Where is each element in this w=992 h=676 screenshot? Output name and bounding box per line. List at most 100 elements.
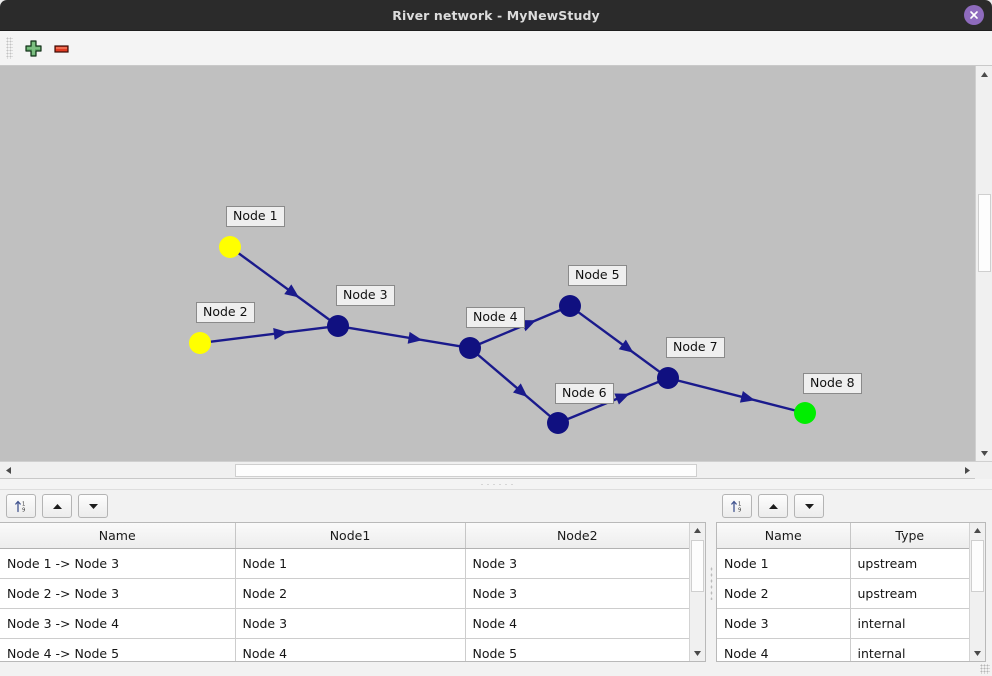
scroll-right-icon[interactable] (959, 462, 975, 478)
table-cell[interactable]: upstream (850, 578, 969, 609)
graph-vertical-scrollbar[interactable] (975, 66, 992, 461)
nodes-vertical-scrollbar[interactable] (969, 523, 985, 661)
main-toolbar (0, 31, 992, 66)
horizontal-splitter[interactable] (0, 478, 992, 490)
remove-minus-icon[interactable] (47, 34, 75, 62)
move-down-icon[interactable] (794, 494, 824, 518)
graph-node-node-8[interactable] (794, 402, 816, 424)
table-cell[interactable]: Node 3 (717, 608, 851, 639)
table-cell[interactable]: Node 3 -> Node 4 (0, 608, 236, 639)
edge-Node5-to-Node7[interactable] (577, 310, 661, 374)
scroll-up-icon[interactable] (690, 523, 705, 538)
splitter-grip (709, 566, 713, 600)
graph-pane: Node 1 Node 2 Node 3 Node 4 Node 5 Node 6 Node… (0, 66, 992, 479)
reaches-vscroll-thumb[interactable] (691, 540, 704, 592)
table-cell[interactable]: Node 1 -> Node 3 (0, 548, 236, 579)
table-cell[interactable]: Node 5 (465, 638, 689, 661)
edge-Node2-to-Node3[interactable] (209, 326, 329, 343)
table-cell[interactable]: Node 4 -> Node 5 (0, 638, 236, 661)
scroll-up-icon[interactable] (970, 523, 985, 538)
scroll-left-icon[interactable] (0, 462, 16, 478)
splitter-grip (479, 482, 513, 486)
graph-node-label-node-2[interactable]: Node 2 (196, 302, 255, 323)
reaches-vertical-scrollbar[interactable] (689, 523, 705, 661)
graph-node-label-node-3[interactable]: Node 3 (336, 285, 395, 306)
table-cell[interactable]: Node 2 -> Node 3 (0, 578, 236, 609)
nodes-vscroll-thumb[interactable] (971, 540, 984, 592)
graph-node-node-3[interactable] (327, 315, 349, 337)
column-header-node1[interactable]: Node1 (235, 523, 466, 549)
move-up-icon[interactable] (42, 494, 72, 518)
table-cell[interactable]: Node 4 (235, 638, 466, 661)
scroll-down-icon[interactable] (976, 445, 992, 461)
table-cell[interactable]: Node 1 (235, 548, 466, 579)
table-cell[interactable]: Node 4 (717, 638, 851, 661)
network-canvas[interactable]: Node 1 Node 2 Node 3 Node 4 Node 5 Node 6 Node… (0, 66, 975, 461)
table-cell[interactable]: Node 3 (465, 548, 689, 579)
edge-arrow-icon (407, 331, 423, 344)
scroll-down-icon[interactable] (690, 646, 705, 661)
close-icon[interactable] (964, 5, 984, 25)
add-plus-icon[interactable] (19, 34, 47, 62)
edge-Node1-to-Node3[interactable] (237, 251, 331, 322)
table-cell[interactable]: Node 1 (717, 548, 851, 579)
move-up-icon[interactable] (758, 494, 788, 518)
graph-node-label-node-4[interactable]: Node 4 (466, 307, 525, 328)
column-header-type[interactable]: Type (850, 523, 969, 549)
graph-node-node-4[interactable] (459, 337, 481, 359)
scroll-down-icon[interactable] (970, 646, 985, 661)
column-header-node2[interactable]: Node2 (465, 523, 689, 549)
table-cell[interactable]: Node 3 (465, 578, 689, 609)
graph-node-label-node-8[interactable]: Node 8 (803, 373, 862, 394)
window-resize-handle[interactable] (980, 664, 990, 674)
sort-icon[interactable]: 1 9 (6, 494, 36, 518)
table-cell[interactable]: Node 3 (235, 608, 466, 639)
table-cell[interactable]: upstream (850, 548, 969, 579)
table-cell[interactable]: Node 4 (465, 608, 689, 639)
edge-Node3-to-Node4[interactable] (347, 326, 461, 348)
column-header-name[interactable]: Name (0, 523, 236, 549)
graph-node-node-2[interactable] (189, 332, 211, 354)
table-cell[interactable]: internal (850, 638, 969, 661)
graph-vscroll-thumb[interactable] (978, 194, 991, 272)
sort-icon[interactable]: 1 9 (722, 494, 752, 518)
graph-node-label-node-1[interactable]: Node 1 (226, 206, 285, 227)
table-cell[interactable]: internal (850, 608, 969, 639)
edge-Node7-to-Node8[interactable] (677, 379, 796, 412)
column-header-name[interactable]: Name (717, 523, 851, 549)
graph-node-label-node-6[interactable]: Node 6 (555, 383, 614, 404)
graph-node-label-node-7[interactable]: Node 7 (666, 337, 725, 358)
graph-node-node-1[interactable] (219, 236, 241, 258)
edge-arrow-icon (520, 320, 537, 332)
table-cell[interactable]: Node 2 (235, 578, 466, 609)
edge-Node4-to-Node6[interactable] (476, 353, 552, 418)
graph-node-label-node-5[interactable]: Node 5 (568, 265, 627, 286)
scroll-up-icon[interactable] (976, 66, 992, 82)
table-cell[interactable]: Node 2 (717, 578, 851, 609)
graph-horizontal-scrollbar[interactable] (0, 461, 992, 479)
graph-node-node-7[interactable] (657, 367, 679, 389)
graph-node-node-6[interactable] (547, 412, 569, 434)
vertical-splitter[interactable] (706, 490, 716, 676)
toolbar-grip[interactable] (6, 37, 13, 59)
move-down-icon[interactable] (78, 494, 108, 518)
graph-hscroll-thumb[interactable] (235, 464, 697, 477)
graph-node-node-5[interactable] (559, 295, 581, 317)
network-graph-svg[interactable] (0, 66, 975, 461)
